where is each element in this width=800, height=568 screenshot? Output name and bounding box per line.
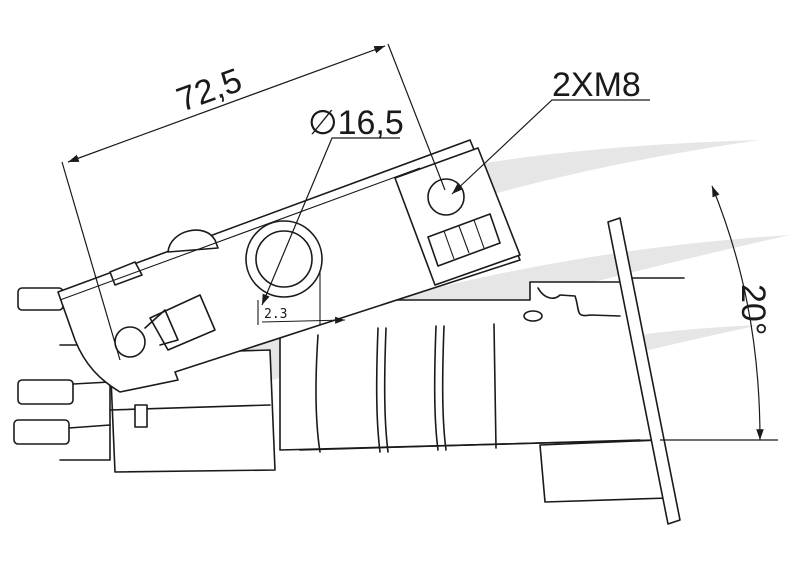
hole-m8 [427, 178, 465, 216]
dimension-thread: 2XM8 [451, 66, 650, 195]
offset-label: 2.3 [264, 307, 287, 322]
angle-label: 20° [734, 284, 772, 335]
ring-16-5 [245, 220, 323, 298]
dimension-diameter: ∅16,5 [261, 104, 404, 306]
thread-label: 2XM8 [552, 66, 641, 104]
dimension-offset: 2.3 [257, 270, 346, 325]
hole-left [114, 326, 146, 358]
lower-housing [279, 281, 669, 503]
mounting-plate [607, 217, 685, 525]
dimension-angle: 20° [660, 185, 778, 441]
diameter-label: ∅16,5 [308, 104, 404, 142]
